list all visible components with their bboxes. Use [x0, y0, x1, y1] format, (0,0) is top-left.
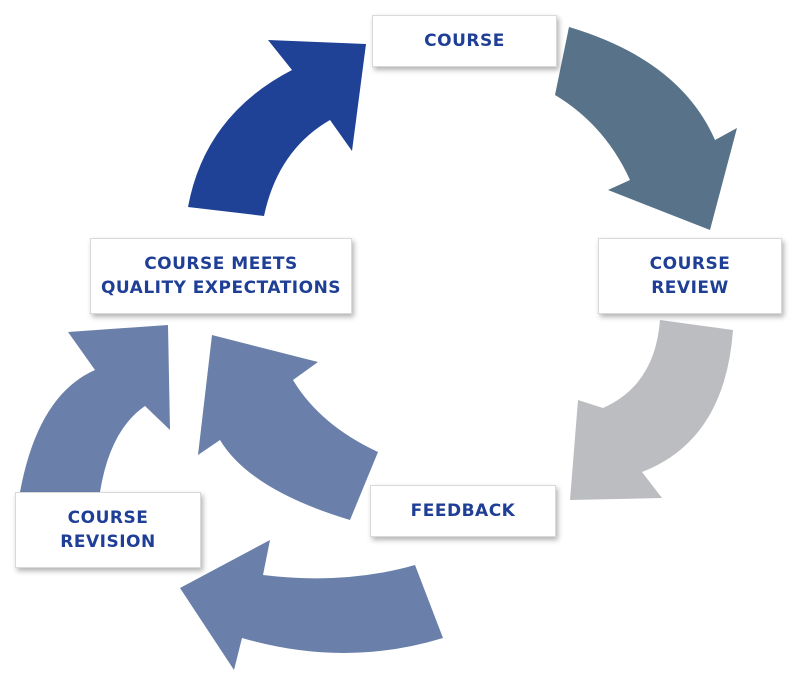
- node-course-review-line-1: COURSE: [649, 254, 731, 274]
- arrow-feedback-to-revision: [180, 540, 443, 670]
- node-course-meets-line-2: QUALITY EXPECTATIONS: [100, 278, 342, 298]
- node-feedback: FEEDBACK: [370, 485, 556, 537]
- node-course-revision-line-2: REVISION: [60, 532, 156, 552]
- node-course-review-line-2: REVIEW: [651, 278, 729, 298]
- arrow-revision-to-meets: [20, 325, 170, 492]
- node-course-meets-line-1: COURSE MEETS: [144, 254, 298, 274]
- node-course-revision-line-1: COURSE: [67, 508, 149, 528]
- node-course: COURSE: [372, 15, 557, 67]
- node-feedback-label: FEEDBACK: [410, 501, 516, 521]
- node-course-review: COURSE REVIEW: [598, 238, 782, 314]
- node-course-meets-quality: COURSE MEETS QUALITY EXPECTATIONS: [90, 238, 352, 314]
- arrow-meets-to-course: [188, 40, 366, 216]
- arrow-course-to-review: [555, 27, 737, 230]
- arrow-review-to-feedback: [570, 320, 733, 500]
- node-course-revision: COURSE REVISION: [15, 492, 201, 568]
- node-course-label: COURSE: [424, 31, 505, 51]
- arrow-feedback-to-meets: [198, 335, 378, 520]
